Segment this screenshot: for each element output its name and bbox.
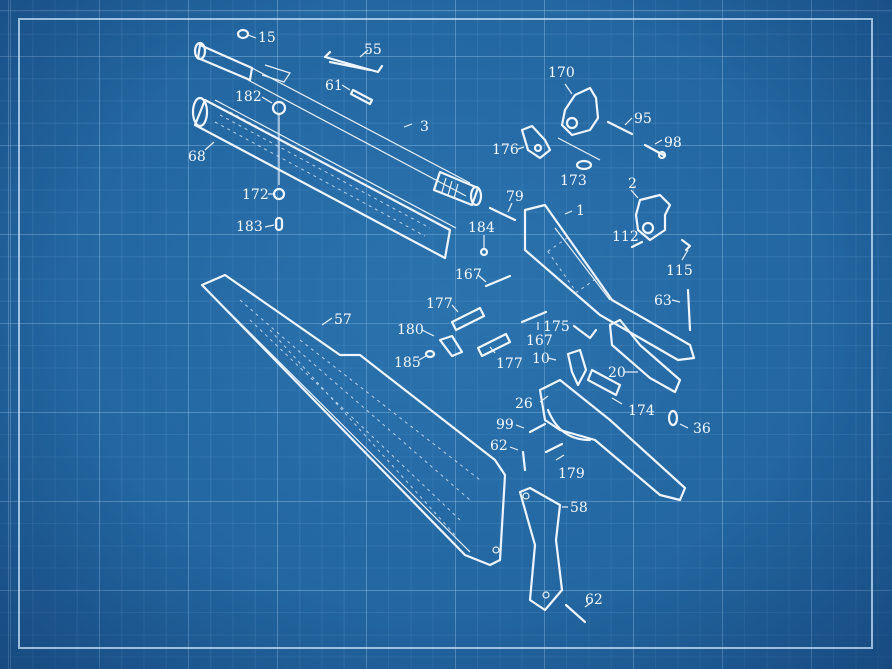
label-part-174: 174 bbox=[628, 403, 655, 419]
part-10-sear bbox=[566, 348, 588, 387]
label-part-170: 170 bbox=[548, 65, 575, 81]
part-2-lever bbox=[634, 193, 672, 242]
part-167-pin-lower bbox=[520, 310, 548, 324]
part-57-stock bbox=[200, 273, 507, 567]
label-part-173: 173 bbox=[560, 173, 587, 189]
part-177-pin-upper bbox=[450, 306, 486, 332]
label-part-112: 112 bbox=[612, 229, 639, 245]
part-68-forend bbox=[191, 96, 457, 260]
part-167-pin-upper bbox=[484, 274, 512, 288]
label-part-36: 36 bbox=[693, 421, 711, 437]
part-3-barrel-tube bbox=[193, 41, 483, 207]
label-part-55: 55 bbox=[364, 42, 382, 58]
part-15-nut bbox=[236, 28, 250, 40]
label-part-79: 79 bbox=[506, 189, 524, 205]
label-part-177-lower: 177 bbox=[496, 356, 523, 372]
part-79-pin bbox=[488, 206, 517, 222]
part-174-block bbox=[586, 368, 622, 397]
label-part-183: 183 bbox=[236, 219, 263, 235]
part-184-screw bbox=[479, 247, 489, 257]
label-part-167-lower: 167 bbox=[526, 333, 553, 349]
part-36-screw bbox=[667, 409, 679, 427]
label-part-61: 61 bbox=[325, 78, 343, 94]
label-part-95: 95 bbox=[634, 111, 652, 127]
part-61-pin bbox=[349, 88, 374, 106]
label-part-20: 20 bbox=[608, 365, 626, 381]
label-part-2: 2 bbox=[628, 176, 637, 192]
part-115-screw bbox=[680, 238, 692, 252]
part-170-hammer bbox=[557, 86, 601, 161]
part-176-cam bbox=[520, 124, 552, 160]
label-part-57: 57 bbox=[334, 312, 352, 328]
label-part-99: 99 bbox=[496, 417, 514, 433]
part-58-buttplate bbox=[518, 486, 564, 612]
label-part-179: 179 bbox=[558, 466, 585, 482]
part-98-pin bbox=[643, 143, 667, 160]
part-95-spring bbox=[606, 120, 634, 136]
part-20-lever-arm bbox=[608, 318, 682, 394]
label-part-10: 10 bbox=[532, 351, 550, 367]
part-99-pin bbox=[528, 422, 547, 434]
part-173-link bbox=[575, 159, 593, 171]
part-112-pin bbox=[630, 240, 644, 249]
label-part-26: 26 bbox=[515, 396, 533, 412]
label-part-98: 98 bbox=[664, 135, 682, 151]
part-1-receiver bbox=[523, 203, 696, 362]
part-175-trigger bbox=[572, 324, 598, 340]
part-172-washer bbox=[272, 187, 286, 201]
part-180-block bbox=[438, 334, 464, 358]
part-177-pin-lower bbox=[476, 332, 512, 358]
label-part-167-upper: 167 bbox=[455, 267, 482, 283]
part-62-screw-upper bbox=[521, 450, 527, 472]
label-part-184: 184 bbox=[468, 220, 495, 236]
label-part-63: 63 bbox=[654, 293, 672, 309]
label-part-58: 58 bbox=[570, 500, 588, 516]
label-part-175: 175 bbox=[543, 319, 570, 335]
label-part-115: 115 bbox=[666, 263, 693, 279]
part-183-screw bbox=[274, 216, 284, 232]
part-182-screw bbox=[271, 100, 287, 185]
part-185-screw bbox=[424, 349, 436, 359]
part-26-lever bbox=[538, 378, 687, 502]
part-63-pin bbox=[686, 288, 692, 332]
part-179-pin bbox=[544, 442, 564, 454]
label-part-3: 3 bbox=[420, 119, 429, 135]
leader-lines bbox=[204, 34, 689, 608]
label-part-177-upper: 177 bbox=[426, 296, 453, 312]
label-part-62-lower: 62 bbox=[585, 592, 603, 608]
label-part-62-upper: 62 bbox=[490, 438, 508, 454]
drawing-frame bbox=[18, 18, 873, 649]
label-part-180: 180 bbox=[397, 322, 424, 338]
part-62-screw-lower bbox=[564, 603, 587, 624]
label-part-15: 15 bbox=[258, 30, 276, 46]
label-part-1: 1 bbox=[576, 203, 585, 219]
label-part-185: 185 bbox=[394, 355, 421, 371]
part-55-spring bbox=[323, 50, 384, 74]
label-part-176: 176 bbox=[492, 142, 519, 158]
label-part-68: 68 bbox=[188, 149, 206, 165]
label-part-182: 182 bbox=[235, 89, 262, 105]
label-part-172: 172 bbox=[242, 187, 269, 203]
